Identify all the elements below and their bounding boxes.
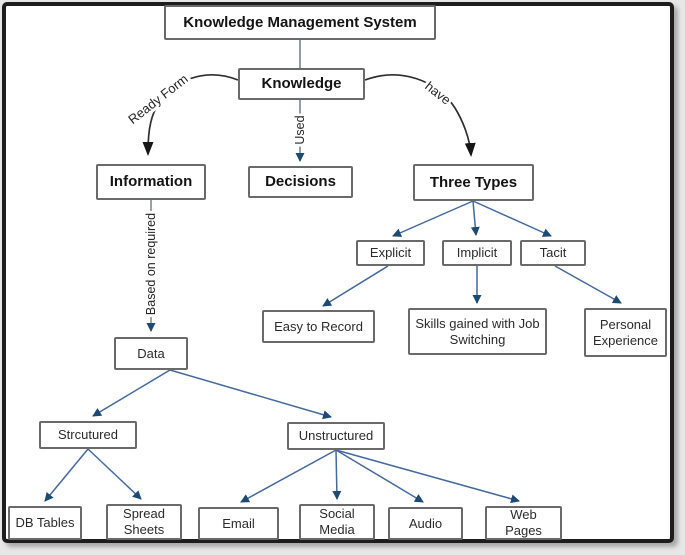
node-structured: Strcutured: [39, 421, 137, 449]
node-easy-to-record: Easy to Record: [262, 310, 375, 343]
node-data: Data: [114, 337, 188, 370]
node-audio: Audio: [388, 507, 463, 540]
node-email: Email: [198, 507, 279, 540]
node-db-tables: DB Tables: [8, 506, 82, 540]
node-implicit: Implicit: [442, 240, 512, 266]
node-social-media: Social Media: [299, 504, 375, 540]
node-explicit: Explicit: [356, 240, 425, 266]
node-decisions: Decisions: [248, 166, 353, 198]
node-information: Information: [96, 164, 206, 200]
node-web-pages: Web Pages: [485, 506, 562, 540]
node-spread-sheets: Spread Sheets: [106, 504, 182, 540]
node-tacit: Tacit: [520, 240, 586, 266]
edge-label-based-on-required: Based on required: [144, 210, 158, 318]
node-skills-gained-with-job-switching: Skills gained with Job Switching: [408, 308, 547, 355]
node-unstructured: Unstructured: [287, 422, 385, 450]
node-personal-experience: Personal Experience: [584, 308, 667, 357]
node-knowledge: Knowledge: [238, 68, 365, 100]
node-three-types: Three Types: [413, 164, 534, 201]
node-knowledge-management-system: Knowledge Management System: [164, 5, 436, 40]
edge-label-used: Used: [293, 113, 307, 147]
